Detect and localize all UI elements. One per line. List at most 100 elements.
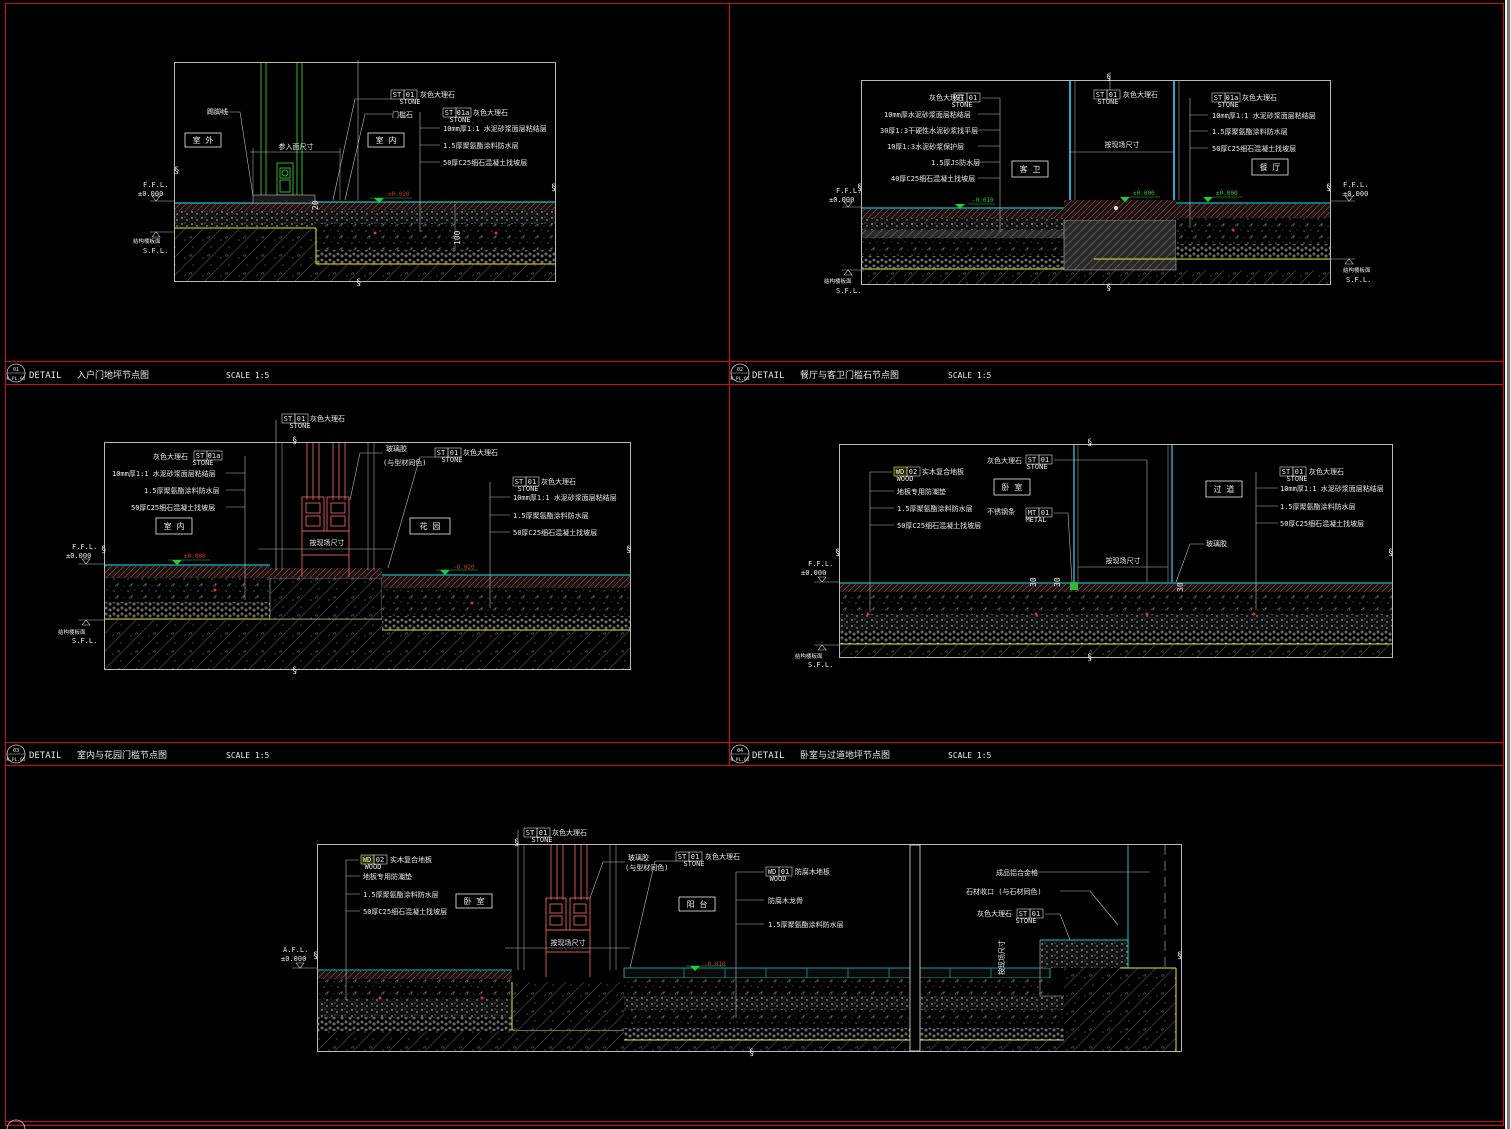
svg-text:STONE: STONE — [289, 422, 310, 430]
material-tag: 灰色大理石 ST 01 STONE — [987, 454, 1053, 471]
svg-text:STONE: STONE — [517, 485, 538, 493]
layer-note: 地板专用防潮垫 — [363, 872, 412, 881]
badge-sheet: K.PL.05 — [7, 376, 26, 382]
svg-text:STONE: STONE — [531, 836, 552, 844]
door-frame — [260, 63, 303, 196]
level-label: 结构楼板面 — [1343, 266, 1371, 274]
material-tag: ST 01 STONE 灰色大理石 — [523, 827, 587, 844]
layer-note: 1.5厚聚氨酯涂料防水层 — [768, 920, 844, 929]
level-label: 结构楼板面 — [824, 277, 852, 285]
svg-text:01: 01 — [1032, 910, 1040, 918]
layer-note: 1.5厚聚氨酯涂料防水层 — [513, 511, 589, 520]
svg-text:ST: ST — [437, 449, 446, 457]
room-label: 客 卫 — [1020, 164, 1041, 174]
level-marker-icon — [1203, 197, 1213, 202]
material-tag: 灰色大理石 ST 01a STONE — [153, 450, 223, 467]
svg-text:灰色大理石: 灰色大理石 — [1309, 467, 1344, 476]
level-mark: -0.010 — [704, 961, 726, 968]
svg-text:不锈钢条: 不锈钢条 — [987, 507, 1015, 516]
svg-text:ST: ST — [956, 94, 965, 102]
layer-note: 10mm厚1:1 水泥砂浆面层粘结层 — [513, 493, 617, 502]
svg-text:WOOD: WOOD — [897, 475, 914, 483]
svg-text:01: 01 — [691, 853, 699, 861]
break-symbol: § — [1106, 283, 1111, 293]
level-label: 结构楼板面 — [133, 237, 161, 245]
dim-note: 按现场尺寸 — [997, 940, 1006, 975]
layer-note: 50厚C25细石混凝土找坡层 — [443, 158, 527, 167]
room-label: 卧 室 — [1002, 482, 1023, 492]
svg-text:灰色大理石: 灰色大理石 — [541, 477, 576, 486]
svg-text:ST: ST — [1096, 91, 1105, 99]
level-label: S.F.L. — [72, 637, 97, 645]
material-tag: ST 01 STONE 灰色大理石 — [1279, 466, 1344, 483]
level-mark: ±0.000 — [1216, 190, 1238, 197]
callout: (与型材同色) — [383, 458, 426, 467]
badge-sheet: K.PL.05 — [7, 757, 26, 763]
svg-text:STONE: STONE — [399, 98, 420, 106]
level-mark: ±0.020 — [388, 191, 410, 198]
room-label: 室 内 — [164, 521, 185, 531]
level-label: S.F.L. — [1346, 276, 1371, 284]
level-mark: -0.010 — [972, 197, 994, 204]
level-label: S.F.L. — [836, 287, 861, 295]
level-marker-icon — [440, 570, 450, 575]
svg-text:01: 01 — [1109, 91, 1117, 99]
svg-text:STONE: STONE — [1097, 98, 1118, 106]
dim-note: 参入面尺寸 — [279, 142, 314, 151]
break-symbol: § — [626, 545, 631, 555]
glass-partition — [1073, 445, 1173, 582]
callout: 门槛石 — [392, 110, 413, 119]
svg-text:01: 01 — [781, 868, 789, 876]
dim-30: 30 — [1053, 577, 1062, 587]
title-bar-p1: 01 K.PL.05 DETAIL 入户门地坪节点图 SCALE 1:5 — [7, 363, 270, 383]
column — [909, 844, 921, 1052]
room-label: 室 外 — [193, 135, 214, 145]
layer-note: 10mm厚1:1 水泥砂浆面层粘结层 — [1212, 111, 1316, 120]
svg-text:灰色大理石: 灰色大理石 — [153, 452, 188, 461]
detail-scale: SCALE 1:5 — [948, 751, 992, 760]
level-mark: ±0.000 — [184, 553, 206, 560]
svg-text:WOOD: WOOD — [365, 863, 382, 871]
level-marker-icon — [172, 560, 182, 565]
layer-note: 10厚1:3水泥砂浆保护层 — [887, 142, 964, 151]
material-tag: 灰色大理石 ST 01 STONE — [929, 92, 981, 109]
detail-badge — [6, 1119, 26, 1129]
level-label: F.F.L. — [808, 560, 833, 568]
svg-text:灰色大理石: 灰色大理石 — [463, 448, 498, 457]
level-label: S.F.L. — [143, 247, 168, 255]
svg-text:WD: WD — [896, 468, 904, 476]
detail-title: 餐厅与客卫门槛石节点图 — [800, 369, 899, 381]
svg-text:01: 01 — [297, 415, 305, 423]
level-mark: ±0.000 — [1133, 190, 1155, 197]
room-label: 室 内 — [376, 135, 397, 145]
svg-text:ST: ST — [1019, 910, 1028, 918]
level-label: F.F.L. — [1343, 181, 1368, 189]
detail-viewport — [839, 444, 1393, 658]
break-symbol: § — [551, 183, 556, 193]
svg-text:ST: ST — [196, 452, 205, 460]
svg-text:防腐木地板: 防腐木地板 — [795, 867, 830, 876]
callout: 玻璃胶 — [386, 444, 407, 453]
title-bar-p4: 04 K.PL.05 DETAIL 卧室与过道地坪节点图 SCALE 1:5 — [731, 744, 992, 764]
callout: 玻璃胶 — [628, 853, 649, 862]
badge-sheet: K.PL.05 — [731, 757, 750, 763]
detail-viewport — [174, 62, 556, 282]
wood-decking — [623, 967, 1051, 979]
detail-word: DETAIL — [752, 371, 785, 381]
svg-text:灰色大理石: 灰色大理石 — [705, 852, 740, 861]
panel-4-section: 按现场尺寸 30 30 30 卧 室 过 道 WD 02 WOOD 实木复合地板… — [795, 438, 1393, 669]
svg-text:灰色大理石: 灰色大理石 — [987, 456, 1022, 465]
svg-text:STONE: STONE — [1026, 463, 1047, 471]
level-value: ±0.000 — [829, 196, 854, 204]
level-value: ±0.000 — [66, 552, 91, 560]
svg-text:WD: WD — [768, 868, 776, 876]
material-tag: ST 01 STONE 灰色大理石 — [281, 413, 345, 430]
svg-text:WD: WD — [363, 856, 371, 864]
level-marker-icon — [1120, 197, 1130, 202]
detail-title: 卧室与过道地坪节点图 — [800, 749, 890, 761]
svg-text:ST: ST — [1282, 468, 1291, 476]
svg-text:01: 01 — [450, 449, 458, 457]
svg-text:WOOD: WOOD — [770, 875, 787, 883]
level-value: ±0.000 — [281, 955, 306, 963]
